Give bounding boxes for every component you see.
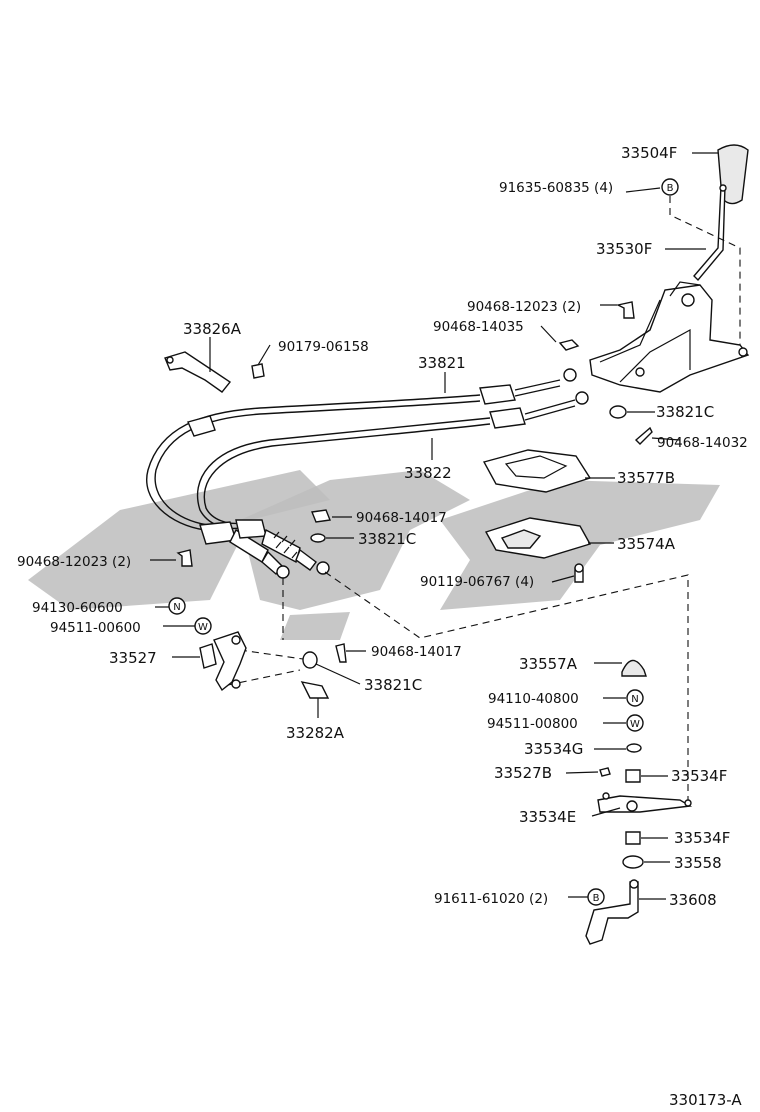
label-33527: 33527 (109, 649, 157, 667)
clip-90468-14017-b (335, 643, 366, 663)
label-33558: 33558 (674, 854, 722, 872)
plate-33577B (482, 449, 615, 493)
label-91635-60835: 91635-60835 (4) (499, 180, 613, 196)
label-33821C-top: 33821C (656, 403, 714, 421)
cable-end-springs (199, 519, 330, 579)
label-33821C-mid: 33821C (358, 530, 416, 548)
label-33577B: 33577B (617, 469, 675, 487)
label-33574A: 33574A (617, 535, 676, 553)
shift-lever-33530F (665, 184, 727, 282)
label-94110-40800: 94110-40800 (488, 691, 579, 707)
part-labels: 33504F 91635-60835 (4) 33530F 90468-1202… (17, 144, 748, 1109)
label-94511-00600: 94511-00600 (50, 620, 141, 636)
cable-33822 (196, 391, 589, 530)
lever-33527 (172, 631, 247, 692)
washer-symbol-w-2: W (626, 714, 644, 732)
bushing-33534F-bottom (625, 831, 668, 845)
label-33530F: 33530F (596, 240, 652, 258)
shift-lever-housing (589, 281, 750, 393)
label-33504F: 33504F (621, 144, 677, 162)
shaft-33608 (585, 879, 666, 945)
bolt-90179 (251, 344, 271, 379)
label-90468-14017-a: 90468-14017 (356, 510, 447, 526)
label-33826A: 33826A (183, 320, 242, 338)
bushing-33534F-top (625, 769, 668, 783)
clip-90468-14035 (540, 325, 580, 351)
label-90119-06767: 90119-06767 (4) (420, 574, 534, 590)
label-90468-14017-b: 90468-14017 (371, 644, 462, 660)
label-90468-12023-top: 90468-12023 (2) (467, 299, 581, 315)
nut-symbol-n: N (168, 597, 186, 615)
svg-text:B: B (667, 183, 674, 194)
label-33282A: 33282A (286, 724, 345, 742)
lever-33534E (591, 792, 693, 817)
rod-33282A (300, 681, 330, 718)
label-33821C-low: 33821C (364, 676, 422, 694)
washer-symbol-w: W (194, 617, 212, 635)
label-90179-06158: 90179-06158 (278, 339, 369, 355)
boot-33557A (594, 659, 647, 677)
label-90468-14035: 90468-14035 (433, 319, 524, 335)
svg-text:N: N (173, 602, 180, 613)
label-33527B: 33527B (494, 764, 552, 782)
bolt-symbol-b-bottom: B (587, 888, 605, 906)
clip-90468-12023-left (150, 549, 193, 567)
leader-lines (155, 187, 661, 898)
label-33821: 33821 (418, 354, 466, 372)
label-33822: 33822 (404, 464, 452, 482)
bolt-90119 (574, 563, 584, 583)
grommet-33821C-low (302, 651, 361, 685)
label-33557A: 33557A (519, 655, 578, 673)
svg-text:W: W (198, 622, 208, 633)
bracket-33826A (164, 337, 232, 393)
label-91611-61020: 91611-61020 (2) (434, 891, 548, 907)
bolt-symbol-b-top: B (661, 178, 741, 345)
washer-33534G (626, 743, 642, 753)
pin-33527B (599, 767, 611, 777)
svg-text:N: N (631, 694, 638, 705)
grommet-33821C-top (609, 405, 655, 419)
collar-33558 (622, 855, 670, 869)
pin-90468-14032 (634, 426, 681, 445)
figure-id: 330173-A (669, 1091, 742, 1109)
grommet-33821C-mid (310, 533, 354, 543)
label-33534G: 33534G (524, 740, 583, 758)
svg-text:W: W (630, 719, 640, 730)
cable-33821 (146, 368, 577, 531)
label-33534E: 33534E (519, 808, 576, 826)
plate-33574A (484, 517, 614, 559)
label-33534F-top: 33534F (671, 767, 727, 785)
label-90468-12023-left: 90468-12023 (2) (17, 554, 131, 570)
clip-90468-14017-a (311, 509, 352, 523)
label-94130-60600: 94130-60600 (32, 600, 123, 616)
label-33534F-bottom: 33534F (674, 829, 730, 847)
clip-90468-12023 (600, 301, 635, 319)
label-90468-14032: 90468-14032 (657, 435, 748, 451)
label-33608: 33608 (669, 891, 717, 909)
svg-text:B: B (593, 893, 600, 904)
nut-symbol-n-2: N (626, 689, 644, 707)
watermark-logo (28, 470, 720, 640)
label-94511-00800: 94511-00800 (487, 716, 578, 732)
